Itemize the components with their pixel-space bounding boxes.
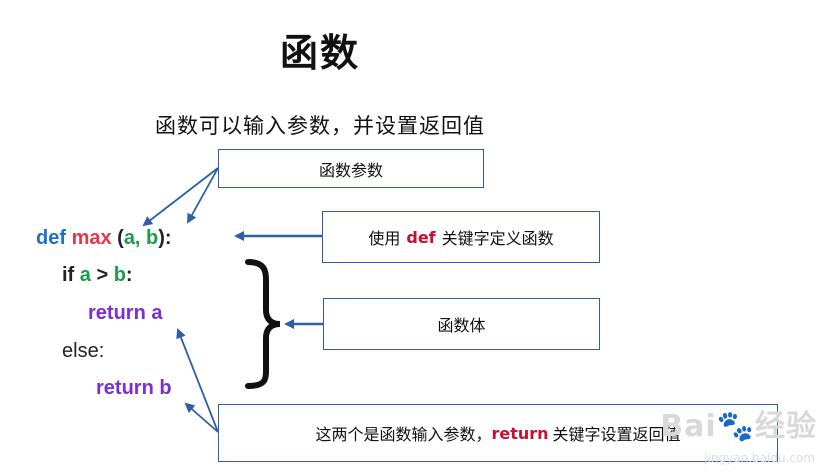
code-return-var: a xyxy=(151,302,163,324)
code-paren-close: ): xyxy=(158,227,172,249)
code-args: a, b xyxy=(123,227,159,249)
code-else-keyword: else: xyxy=(62,340,105,362)
arrow-params-to-name xyxy=(142,167,219,227)
params-box: 函数参数 xyxy=(218,149,484,188)
arrow-return-a xyxy=(176,328,219,433)
return-box: 这两个是函数输入参数， return 关键字设置返回值 xyxy=(218,404,778,462)
return-box-prefix: 这两个是函数输入参数， xyxy=(315,425,492,444)
watermark-brand-cn: 经验 xyxy=(755,409,817,444)
code-return-keyword: return xyxy=(88,302,146,324)
watermark-url: jingyan.baidu.com xyxy=(704,451,815,465)
def-box-prefix: 使用 xyxy=(368,229,401,248)
code-line-return-a: return a xyxy=(88,302,162,325)
code-line-def: def max (a, b): xyxy=(36,227,172,250)
code-if-colon: : xyxy=(125,264,133,286)
body-box-label: 函数体 xyxy=(437,316,486,335)
code-return-keyword: return xyxy=(96,377,154,399)
code-line-if: if a > b: xyxy=(62,264,133,287)
code-if-keyword: if xyxy=(62,264,75,286)
watermark-brand: Bai xyxy=(660,409,717,444)
body-brace xyxy=(245,259,281,389)
code-function-name: max xyxy=(71,227,112,249)
return-box-suffix: 关键字设置返回值 xyxy=(552,425,681,444)
diagram-subtitle: 函数可以输入参数，并设置返回值 xyxy=(155,114,485,138)
def-box-suffix: 关键字定义函数 xyxy=(441,229,554,248)
def-box-keyword: def xyxy=(406,227,436,247)
code-if-b: b xyxy=(113,264,126,286)
body-box: 函数体 xyxy=(323,298,600,350)
code-return-var: b xyxy=(159,377,172,399)
arrow-params-to-args xyxy=(187,167,219,224)
code-def-keyword: def xyxy=(36,227,66,249)
code-line-else: else: xyxy=(62,340,104,363)
params-box-label: 函数参数 xyxy=(318,160,383,180)
diagram-title: 函数 xyxy=(279,31,360,75)
return-box-keyword: return xyxy=(491,423,549,443)
paw-icon: 🐾 xyxy=(716,409,755,444)
def-box: 使用 def 关键字定义函数 xyxy=(322,211,600,263)
code-if-op: > xyxy=(90,264,114,286)
code-if-a: a xyxy=(79,264,91,286)
code-paren-open: ( xyxy=(111,227,124,249)
watermark: Bai🐾经验 xyxy=(660,401,817,445)
code-line-return-b: return b xyxy=(96,377,172,400)
arrow-return-b xyxy=(184,402,219,433)
